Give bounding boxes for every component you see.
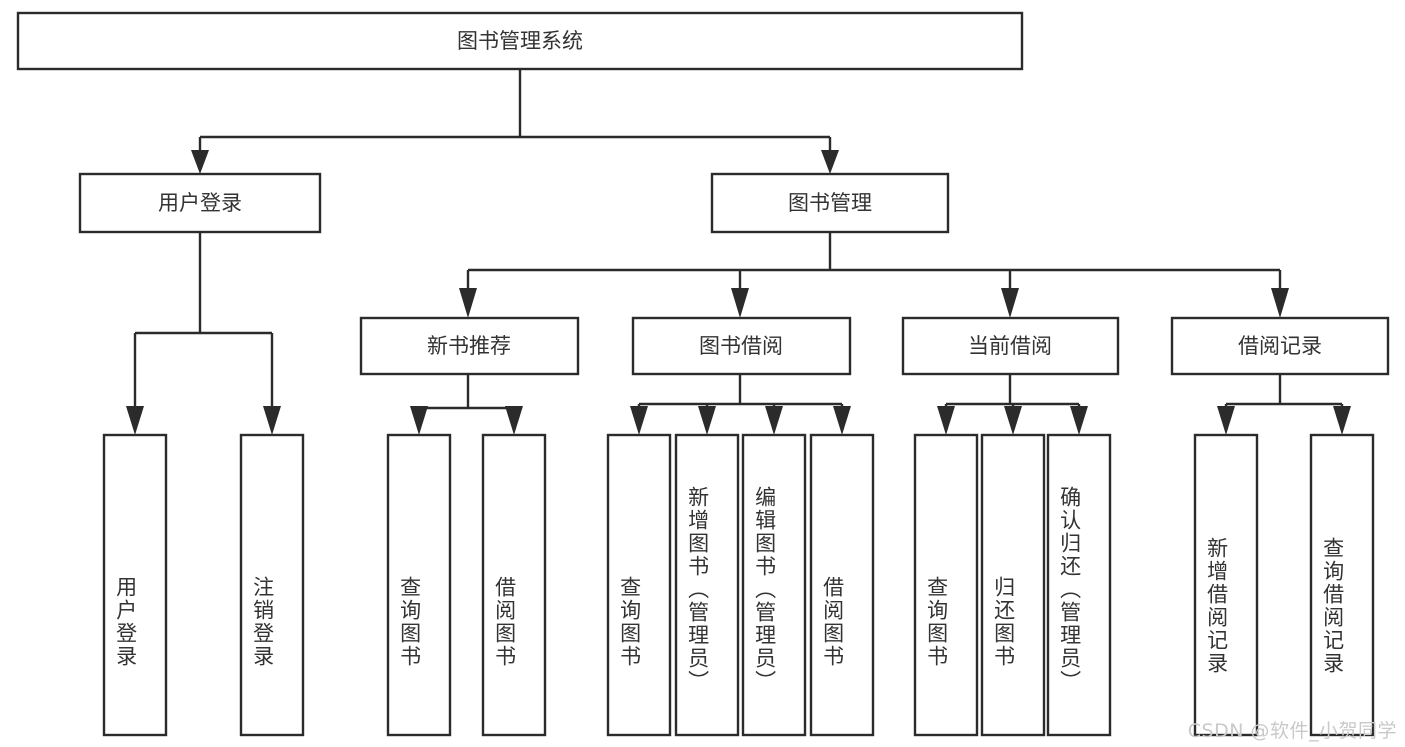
arrow-to-leaf-query-borrow-record (1333, 406, 1351, 435)
arrow-to-leaf-borrow-book (833, 406, 851, 435)
label-borrow-records: 借阅记录 (1238, 334, 1322, 358)
node-book-borrow[interactable] (631, 316, 852, 376)
arrow-to-leaf-edit-book-admin (765, 406, 783, 435)
node-user-login[interactable] (78, 172, 322, 234)
horizontal-label-layer: 图书管理系统 用户登录 图书管理 新书推荐 图书借阅 当前借阅 借阅记录 (158, 29, 1322, 358)
arrow-to-book-borrow (731, 288, 749, 318)
node-leaf-add-borrow-record[interactable] (1193, 433, 1259, 737)
node-leaf-query-book-borrow[interactable] (606, 433, 672, 737)
node-leaf-query-book-current[interactable] (913, 433, 979, 737)
csdn-watermark: CSDN @软件_小贺同学 (1187, 720, 1397, 742)
label-root-system: 图书管理系统 (457, 29, 583, 53)
arrow-to-book-management (821, 150, 839, 174)
arrow-to-user-login (191, 150, 209, 174)
node-leaf-confirm-return-admin[interactable] (1046, 433, 1112, 737)
arrow-to-leaf-borrow-book-recommend (505, 406, 523, 435)
node-borrow-records[interactable] (1170, 316, 1390, 376)
node-current-borrow[interactable] (901, 316, 1120, 376)
node-root-system[interactable] (16, 11, 1024, 71)
node-leaf-borrow-book[interactable] (809, 433, 875, 737)
label-current-borrow: 当前借阅 (968, 334, 1052, 358)
node-leaf-logout[interactable] (239, 433, 305, 737)
arrow-to-leaf-add-book-admin (698, 406, 716, 435)
arrow-to-leaf-confirm-return-admin (1070, 406, 1088, 435)
arrow-to-leaf-return-book (1004, 406, 1022, 435)
arrow-to-leaf-add-borrow-record (1217, 406, 1235, 435)
node-leaf-return-book[interactable] (980, 433, 1046, 737)
arrow-to-leaf-user-login (126, 406, 144, 435)
arrow-to-leaf-logout (263, 406, 281, 435)
node-box-layer (16, 11, 1390, 737)
arrowhead-layer (126, 150, 1351, 435)
node-book-management[interactable] (710, 172, 950, 234)
node-new-book-recommend[interactable] (359, 316, 580, 376)
arrow-to-leaf-query-book-current (937, 406, 955, 435)
node-leaf-edit-book-admin[interactable] (741, 433, 807, 737)
arrow-to-new-book-recommend (459, 288, 477, 318)
label-book-management: 图书管理 (788, 191, 872, 215)
node-leaf-borrow-book-recommend[interactable] (481, 433, 547, 737)
arrow-to-leaf-query-book-recommend (410, 406, 428, 435)
arrow-to-current-borrow (1001, 288, 1019, 318)
node-leaf-query-book-recommend[interactable] (386, 433, 452, 737)
arrow-to-borrow-records (1271, 288, 1289, 318)
label-book-borrow: 图书借阅 (699, 334, 783, 358)
arrow-to-leaf-query-book-borrow (630, 406, 648, 435)
label-new-book-recommend: 新书推荐 (427, 334, 511, 358)
node-leaf-query-borrow-record[interactable] (1309, 433, 1375, 737)
label-user-login: 用户登录 (158, 191, 242, 215)
node-leaf-add-book-admin[interactable] (674, 433, 740, 737)
node-leaf-user-login[interactable] (102, 433, 168, 737)
